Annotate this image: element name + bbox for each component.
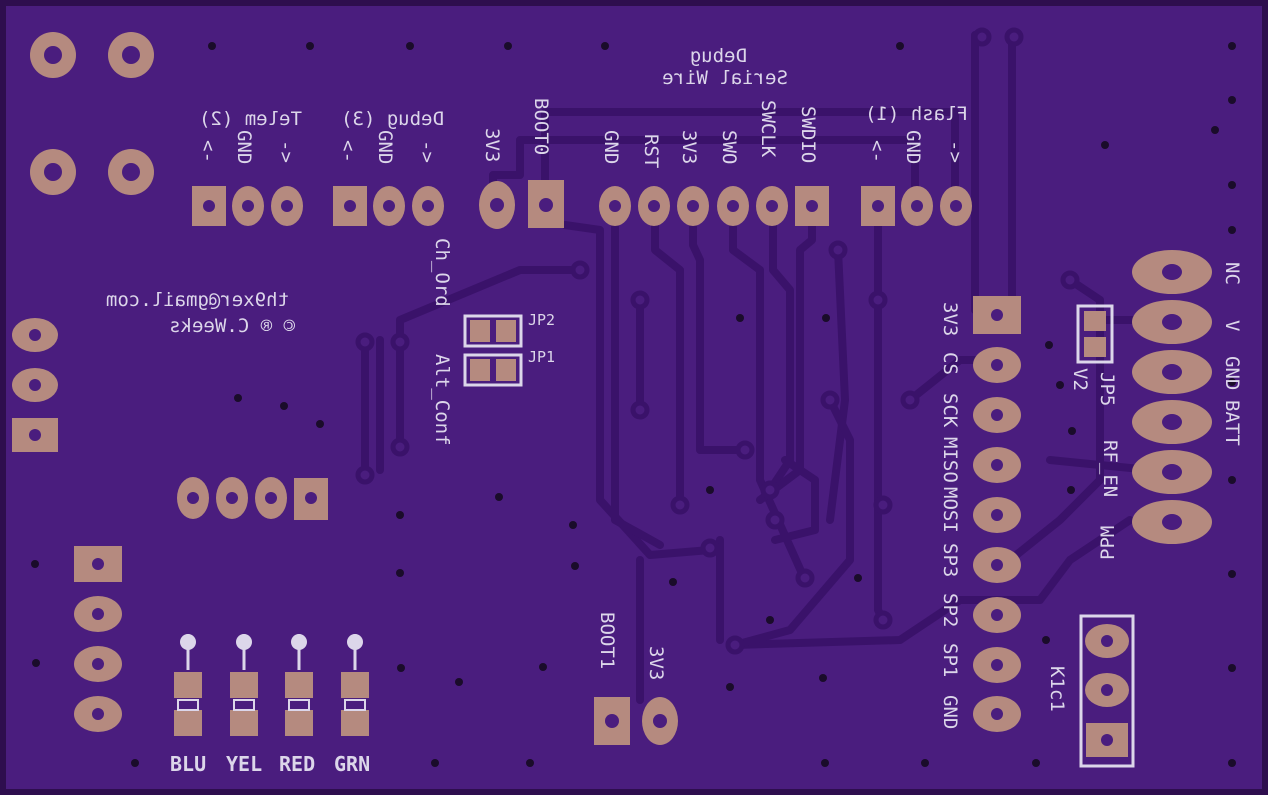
- debug-pin-3: ->: [416, 140, 438, 163]
- flash-pin-3: ->: [944, 140, 966, 163]
- leds: [174, 634, 369, 736]
- k1c1-header: [1079, 614, 1135, 768]
- flash-header: [861, 186, 972, 226]
- debug-pin-1: <-: [337, 140, 359, 163]
- spi-pin-sp2: SP2: [939, 593, 961, 627]
- left-header: [12, 318, 58, 452]
- board-surface: [6, 6, 1262, 789]
- swd-pin-3v3b: 3V3: [678, 130, 700, 164]
- boot1-label: BOOT1: [596, 612, 618, 669]
- boot1-3v3-label: 3V3: [645, 646, 667, 680]
- left-vertical-header: [74, 546, 122, 732]
- vias: [31, 42, 1236, 767]
- led-label-grn: GRN: [334, 752, 370, 776]
- module-pin-batt: BATT: [1221, 400, 1243, 446]
- spi-pin-mosi: MOSI: [939, 487, 961, 533]
- module-pin-gnd: GND: [1221, 356, 1243, 390]
- debug3-label: Debug (3): [341, 108, 444, 130]
- debug-pin-2: GND: [374, 130, 396, 164]
- swd-pin-3v3a: 3V3: [481, 128, 503, 162]
- jp5-label: JP5: [1096, 372, 1118, 406]
- jp2-label: JP2: [528, 311, 555, 329]
- swd-pin-swclk: SWCLK: [757, 100, 779, 158]
- spi-pin-miso: MISO: [939, 437, 961, 483]
- ch-ord-label: Ch_Ord: [431, 238, 453, 307]
- flash-pin-1: <-: [866, 140, 888, 163]
- debug-title-label: Debug: [690, 45, 747, 67]
- v2-label: V2: [1069, 368, 1091, 391]
- swd-pin-swo: SWO: [718, 130, 740, 164]
- module-connector: [1132, 250, 1212, 544]
- swd-pin-swdio: SWDIO: [797, 106, 819, 163]
- spi-header: [973, 296, 1021, 732]
- jp5-jumper: [1076, 304, 1114, 364]
- flash-label: Flash (1): [865, 103, 968, 125]
- module-pin-v: V: [1221, 320, 1243, 331]
- swd-pin-gnd: GND: [600, 130, 622, 164]
- ring-vias: [355, 27, 1080, 655]
- spi-pin-3v3: 3V3: [939, 302, 961, 336]
- module-pin-nc: NC: [1221, 262, 1243, 285]
- swd-header: [599, 186, 829, 226]
- led-label-yel: YEL: [226, 752, 262, 776]
- boot1-header: [594, 697, 678, 745]
- telem-pin-3: ->: [275, 140, 297, 163]
- swd-pin-boot0: BOOT0: [530, 98, 552, 155]
- debug-header: [333, 186, 444, 226]
- jp1-label: JP1: [528, 348, 555, 366]
- k1c1-label: K1c1: [1046, 666, 1068, 712]
- email-label: th9xer@gmail.com: [106, 289, 289, 311]
- telem-pin-2: GND: [233, 130, 255, 164]
- spi-pin-sp3: SP3: [939, 543, 961, 577]
- four-pin-header: [177, 477, 328, 520]
- flash-pin-2: GND: [902, 130, 924, 164]
- spi-pin-gnd: GND: [939, 695, 961, 729]
- alt-conf-label: Alt_Conf: [431, 354, 453, 446]
- boot0-header: [479, 180, 564, 229]
- telem-header: [192, 186, 303, 226]
- traces: [361, 31, 1174, 704]
- telem-pin-1: <-: [197, 140, 219, 163]
- telem-label: Telem (2): [199, 108, 302, 130]
- copyright-label: © ® C.Weeks: [169, 315, 295, 337]
- serial-wire-label: Serial Wire: [662, 67, 788, 89]
- module-pin-rfen: RF_EN: [1099, 440, 1121, 497]
- led-label-red: RED: [279, 752, 315, 776]
- spi-pin-sck: SCK: [939, 393, 961, 428]
- jp-jumpers: [463, 314, 523, 387]
- led-label-blu: BLU: [170, 752, 206, 776]
- module-pin-ppm: PPM: [1097, 526, 1119, 560]
- mounting-pads: [30, 32, 154, 195]
- spi-pin-sp1: SP1: [939, 643, 961, 677]
- swd-pin-rst: RST: [640, 134, 662, 168]
- spi-pin-cs: CS: [939, 352, 961, 375]
